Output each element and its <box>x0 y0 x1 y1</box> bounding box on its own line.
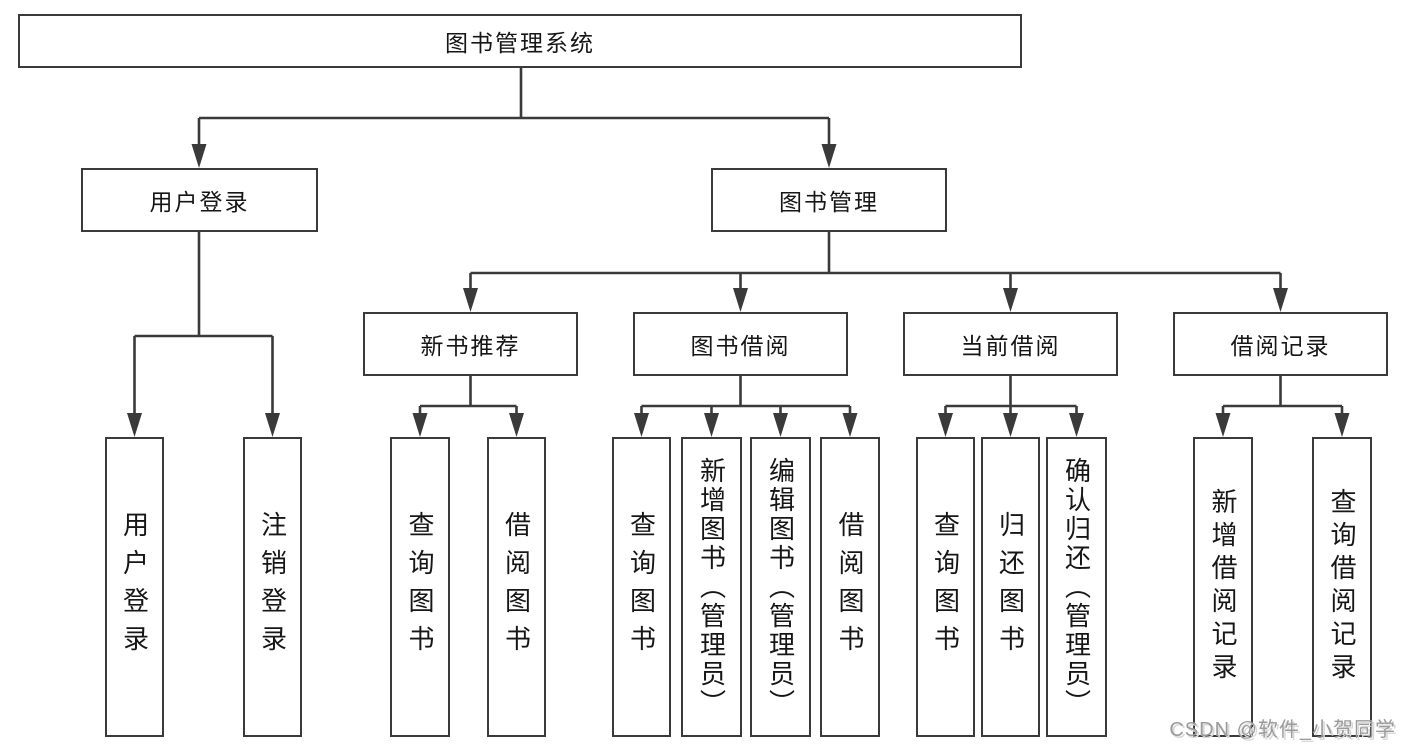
leaf-user-login: 用户登录 <box>105 437 164 737</box>
leaf-query-books-borrow: 查询图书 <box>612 437 671 737</box>
leaf-borrow-books: 借阅图书 <box>820 437 880 737</box>
leaf-add-books-admin: 新增图书（管理员） <box>681 437 742 737</box>
node-borrow-records: 借阅记录 <box>1173 312 1388 376</box>
leaf-query-books-current: 查询图书 <box>916 437 975 737</box>
leaf-logout: 注销登录 <box>243 437 302 737</box>
node-new-book-recommend: 新书推荐 <box>363 312 578 376</box>
node-root-library-system: 图书管理系统 <box>18 14 1022 68</box>
leaf-query-borrow-record: 查询借阅记录 <box>1312 437 1372 737</box>
node-book-borrow: 图书借阅 <box>633 312 848 376</box>
leaf-confirm-return-admin: 确认归还（管理员） <box>1046 437 1107 737</box>
leaf-query-books-recommend: 查询图书 <box>390 437 450 737</box>
leaf-edit-books-admin: 编辑图书（管理员） <box>750 437 811 737</box>
node-user-login: 用户登录 <box>81 168 318 232</box>
node-book-management: 图书管理 <box>711 168 947 232</box>
leaf-return-books: 归还图书 <box>981 437 1040 737</box>
leaf-add-borrow-record: 新增借阅记录 <box>1193 437 1253 737</box>
node-current-borrow: 当前借阅 <box>903 312 1118 376</box>
leaf-borrow-books-recommend: 借阅图书 <box>487 437 546 737</box>
csdn-watermark: CSDN @软件_小贺同学 <box>1169 719 1396 741</box>
